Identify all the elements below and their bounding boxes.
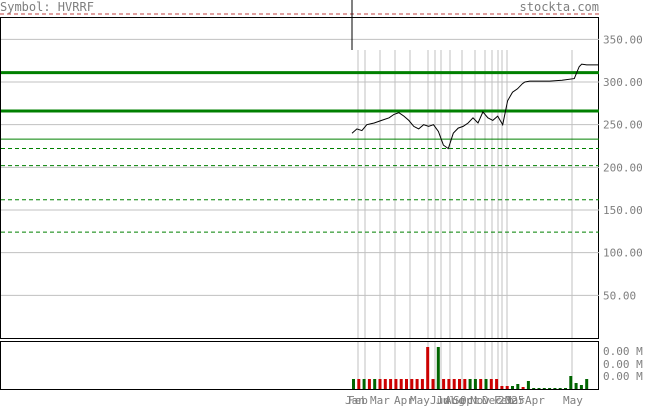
- volume-bar: [468, 379, 472, 389]
- volume-bar: [526, 381, 530, 389]
- volume-bar: [399, 379, 403, 389]
- x-tick-label: Jan: [345, 394, 365, 406]
- x-tick-label: Mar: [505, 394, 525, 406]
- volume-bar: [537, 388, 541, 389]
- volume-bar: [495, 379, 499, 389]
- volume-bar: [415, 379, 419, 389]
- volume-bar: [447, 379, 451, 389]
- volume-tick-label: 0.00 M: [603, 345, 643, 358]
- volume-bar: [436, 347, 440, 389]
- y-tick-label: 350.00: [603, 33, 643, 46]
- price-axis: 50.00 100.00 150.00 200.00 250.00 300.00 350.0…: [603, 33, 643, 302]
- x-tick-label: Feb: [494, 394, 514, 406]
- y-tick-label: 50.00: [603, 289, 636, 302]
- x-tick-label: Aug: [445, 394, 465, 406]
- volume-bar: [484, 379, 488, 389]
- volume-bar: [542, 388, 546, 389]
- symbol-label: Symbol: HVRRF: [0, 0, 94, 14]
- volume-bar: [442, 379, 446, 389]
- volume-bar: [569, 376, 573, 389]
- volume-tick-label: 0.00 M: [603, 358, 643, 371]
- x-tick-label: Nov: [470, 394, 490, 406]
- price-line: [351, 63, 599, 150]
- volume-panel-frame: [0, 341, 599, 390]
- volume-bar: [352, 379, 355, 389]
- volume-bar: [516, 384, 520, 389]
- x-tick-label: Jul: [436, 394, 456, 406]
- x-tick-label: May: [563, 394, 583, 406]
- x-tick-label: May: [410, 394, 430, 406]
- volume-bar: [564, 388, 567, 389]
- volume-bar: [479, 379, 483, 389]
- volume-bar: [389, 379, 393, 389]
- volume-bar: [558, 388, 562, 389]
- x-tick-label: Apr: [394, 394, 414, 406]
- x-tick-label: Jun: [430, 394, 450, 406]
- y-tick-label: 300.00: [603, 76, 643, 89]
- volume-bar: [367, 379, 371, 389]
- x-tick-label: Apr: [525, 394, 545, 406]
- volume-bar: [383, 379, 387, 389]
- volume-bar: [463, 379, 467, 389]
- volume-grid: [357, 342, 573, 389]
- x-tick-label: Sep: [453, 394, 473, 406]
- x-tick-label: Mar: [370, 394, 390, 406]
- volume-bar: [521, 387, 525, 389]
- volume-bar: [505, 386, 509, 389]
- volume-bar: [579, 385, 583, 389]
- volume-tick-label: 0.00 M: [603, 370, 643, 383]
- y-tick-label: 200.00: [603, 161, 643, 174]
- price-grid: [1, 38, 599, 338]
- volume-bar: [420, 379, 424, 389]
- volume-bar: [362, 379, 366, 389]
- volume-bar: [548, 388, 552, 389]
- x-tick-label: Feb: [348, 394, 368, 406]
- x-tick-label: Dec: [482, 394, 502, 406]
- volume-bar: [373, 379, 377, 389]
- price-series: [351, 63, 599, 150]
- volume-bar: [426, 347, 430, 389]
- volume-bar: [452, 379, 456, 389]
- y-tick-label: 100.00: [603, 247, 643, 260]
- volume-bar: [410, 379, 414, 389]
- volume-bar: [357, 379, 361, 389]
- x-tick-label: 2025: [498, 394, 525, 406]
- volume-bar: [532, 388, 536, 389]
- volume-bar: [574, 383, 578, 389]
- volume-bar: [553, 388, 557, 389]
- volume-bar: [405, 379, 408, 389]
- volume-bar: [394, 379, 398, 389]
- price-panel-frame: [0, 17, 599, 339]
- x-tick-label: Oct: [460, 394, 480, 406]
- support-resistance-lines: [1, 71, 599, 233]
- volume-bar: [585, 379, 589, 389]
- volume-bar: [511, 386, 514, 389]
- y-tick-label: 250.00: [603, 119, 643, 132]
- volume-bar: [431, 379, 435, 389]
- volume-bars: [352, 347, 589, 389]
- volume-axis: 0.00 M0.00 M0.00 M: [603, 345, 643, 383]
- y-tick-label: 150.00: [603, 204, 643, 217]
- volume-bar: [500, 386, 504, 389]
- volume-bar: [378, 379, 382, 389]
- site-label: stockta.com: [520, 0, 599, 14]
- volume-bar: [473, 379, 477, 389]
- volume-bar: [489, 379, 493, 389]
- volume-bar: [458, 379, 461, 389]
